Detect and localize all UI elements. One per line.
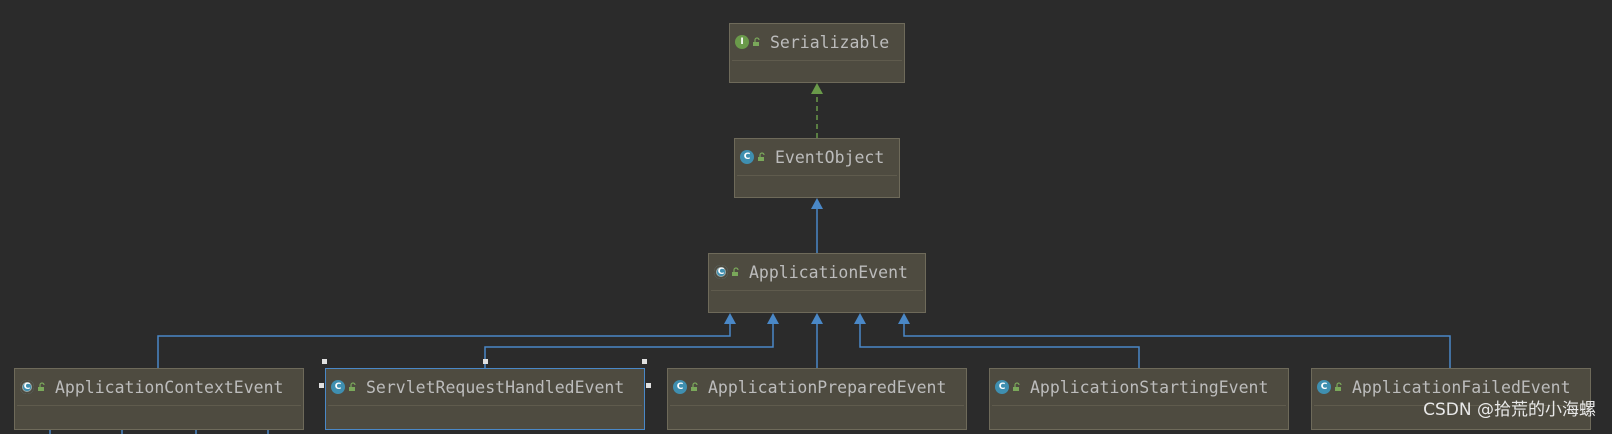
class-node-applicationstartingevent[interactable]: C ApplicationStartingEvent (989, 368, 1289, 430)
class-node-header: I Serializable (730, 24, 904, 60)
class-name-label: ApplicationFailedEvent (1352, 377, 1571, 397)
class-node-header: C ApplicationContextEvent (15, 369, 303, 405)
interface-icon: I (735, 35, 749, 49)
edge-applicationfailedevent-to-applicationevent (903, 324, 1451, 368)
public-visibility-icon (349, 382, 356, 391)
edge-applicationstartingevent-to-applicationevent-arrowhead (854, 313, 866, 324)
class-name-label: ApplicationContextEvent (55, 377, 284, 397)
class-node-applicationevent[interactable]: C ApplicationEvent (708, 253, 926, 313)
class-icon: C (740, 150, 754, 164)
edge-applicationevent-to-eventobject-arrowhead (811, 198, 823, 209)
class-node-header: C ApplicationPreparedEvent (668, 369, 966, 405)
class-node-header: C EventObject (735, 139, 899, 175)
members-divider (732, 60, 902, 61)
class-node-header: C ApplicationEvent (709, 254, 925, 290)
members-divider (992, 405, 1286, 406)
class-name-label: ApplicationEvent (749, 262, 908, 282)
selection-handle[interactable] (646, 383, 651, 388)
public-visibility-icon (38, 382, 45, 391)
members-divider (1314, 405, 1588, 406)
edge-applicationstartingevent-to-applicationevent (859, 324, 1140, 368)
class-name-label: Serializable (770, 32, 890, 52)
edge-servletrequesthandledevent-to-applicationevent (484, 324, 774, 368)
class-icon: C (995, 380, 1009, 394)
edge-applicationcontextevent-to-applicationevent (157, 324, 731, 368)
public-visibility-icon (691, 382, 698, 391)
members-divider (328, 405, 642, 406)
class-name-label: ApplicationPreparedEvent (708, 377, 947, 397)
class-node-serializable[interactable]: I Serializable (729, 23, 905, 83)
class-name-label: ApplicationStartingEvent (1030, 377, 1269, 397)
class-node-servletrequesthandledevent[interactable]: C ServletRequestHandledEvent (325, 368, 645, 430)
members-divider (17, 405, 301, 406)
class-icon: C (673, 380, 687, 394)
edge-applicationpreparedevent-to-applicationevent-arrowhead (811, 313, 823, 324)
selection-handle[interactable] (322, 359, 327, 364)
abstract-class-icon: C (714, 265, 728, 279)
edge-applicationfailedevent-to-applicationevent-arrowhead (898, 313, 910, 324)
class-name-label: EventObject (775, 147, 885, 167)
public-visibility-icon (753, 37, 760, 46)
class-icon: C (1317, 380, 1331, 394)
class-node-header: C ApplicationStartingEvent (990, 369, 1288, 405)
class-node-header: C ApplicationFailedEvent (1312, 369, 1590, 405)
edges-layer (49, 83, 1451, 434)
public-visibility-icon (732, 267, 739, 276)
members-divider (670, 405, 964, 406)
public-visibility-icon (1335, 382, 1342, 391)
selection-handle[interactable] (642, 359, 647, 364)
public-visibility-icon (1013, 382, 1020, 391)
class-node-applicationfailedevent[interactable]: C ApplicationFailedEvent (1311, 368, 1591, 430)
public-visibility-icon (758, 152, 765, 161)
class-node-applicationpreparedevent[interactable]: C ApplicationPreparedEvent (667, 368, 967, 430)
selection-handle[interactable] (483, 359, 488, 364)
abstract-class-icon: C (20, 380, 34, 394)
class-node-eventobject[interactable]: C EventObject (734, 138, 900, 198)
class-node-applicationcontextevent[interactable]: C ApplicationContextEvent (14, 368, 304, 430)
edge-eventobject-to-serializable-arrowhead (811, 83, 823, 94)
class-node-header: C ServletRequestHandledEvent (326, 369, 644, 405)
class-name-label: ServletRequestHandledEvent (366, 377, 625, 397)
edge-applicationcontextevent-to-applicationevent-arrowhead (724, 313, 736, 324)
edge-servletrequesthandledevent-to-applicationevent-arrowhead (767, 313, 779, 324)
members-divider (711, 290, 923, 291)
members-divider (737, 175, 897, 176)
watermark: CSDN @拾荒的小海螺 (1423, 400, 1596, 420)
class-icon: C (331, 380, 345, 394)
selection-handle[interactable] (319, 383, 324, 388)
